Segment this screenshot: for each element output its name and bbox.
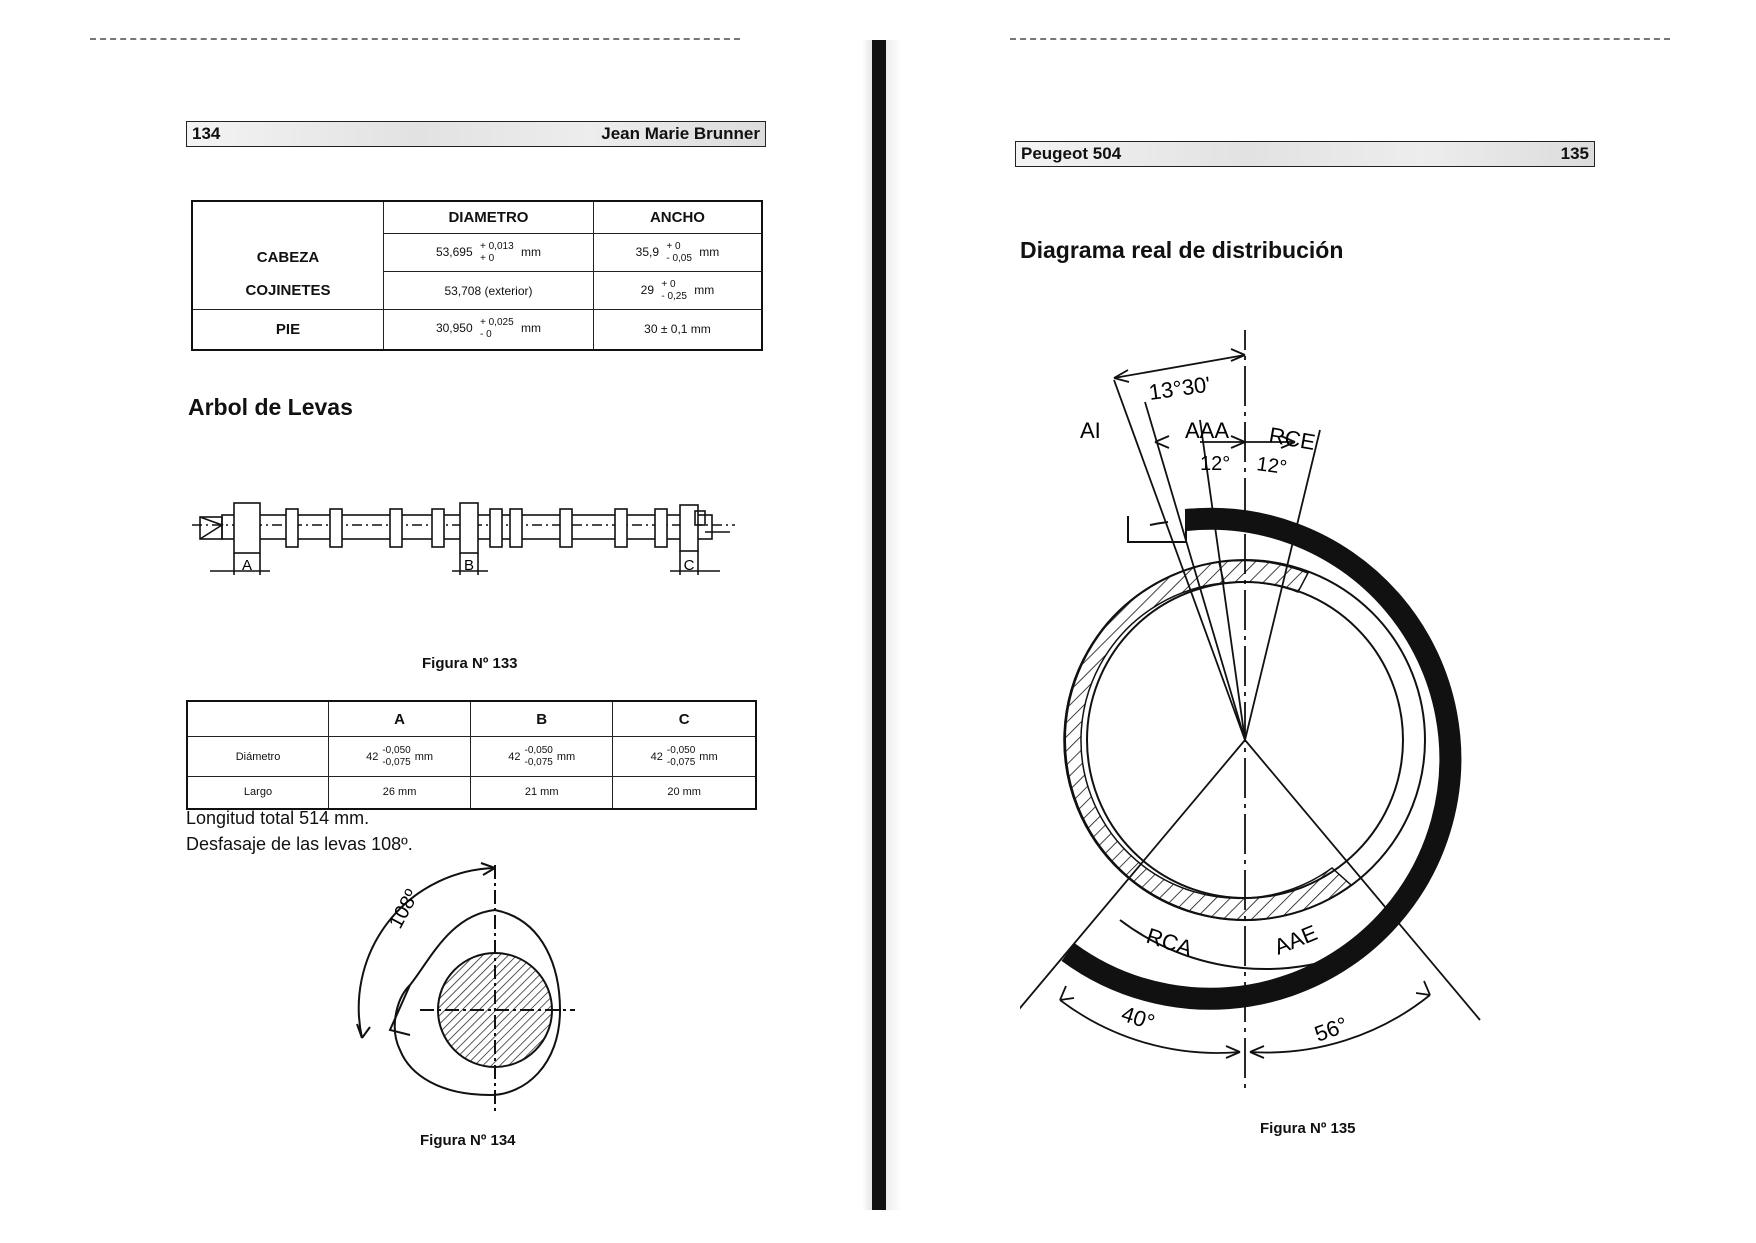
top-rule-left xyxy=(90,38,740,40)
col-header-b: B xyxy=(470,700,614,737)
cell-cabeza-ancho: 35,9 + 0- 0,05 mm xyxy=(592,233,763,272)
label-angle-13-30: 13°30' xyxy=(1147,372,1212,405)
cell-b-largo: 21 mm xyxy=(470,776,614,809)
label-aae: AAE xyxy=(1271,920,1321,960)
running-head-title: Peugeot 504 xyxy=(1021,144,1122,163)
cell-pie-diametro: 30,950 + 0,025- 0 mm xyxy=(383,309,594,350)
col-header-ancho: ANCHO xyxy=(592,200,763,234)
book-spine xyxy=(872,40,886,1210)
running-header-left: 134 Jean Marie Brunner xyxy=(186,121,766,147)
row-label-pie: PIE xyxy=(191,309,384,350)
valve-timing-diagram: AI 13°30' AAA RCE 12° 12° RCA AAE 40° 56… xyxy=(1020,330,1481,1090)
label-aaa-12: 12° xyxy=(1200,453,1230,475)
rod-spec-table: CABEZA DIAMETRO ANCHO 53,695 + 0,013+ 0 … xyxy=(191,200,763,351)
label-ai: AI xyxy=(1080,418,1101,443)
row-label-diametro: Diámetro xyxy=(186,736,329,777)
marker-c: C xyxy=(684,557,695,574)
cell-c-largo: 20 mm xyxy=(612,776,757,809)
col-header-a: A xyxy=(327,700,472,737)
camshaft-drawing: A B C xyxy=(192,502,735,575)
section-title-arbol: Arbol de Levas xyxy=(188,394,353,420)
page-number: 134 xyxy=(192,124,221,143)
row-label-cojinetes: COJINETES xyxy=(191,271,384,310)
cell-cojinetes-ancho: 29 + 0- 0,25 mm xyxy=(592,271,763,310)
longitud-text: Longitud total 514 mm. xyxy=(186,808,370,828)
page-number-right: 135 xyxy=(1560,144,1589,163)
running-header-right: Peugeot 504 135 xyxy=(1015,141,1595,167)
label-rca: RCA xyxy=(1143,923,1195,961)
label-angle-40: 40° xyxy=(1118,1001,1157,1035)
marker-b: B xyxy=(464,557,474,574)
label-aaa: AAA xyxy=(1185,418,1229,443)
desfasaje-text: Desfasaje de las levas 108º. xyxy=(186,834,413,854)
cam-table-corner xyxy=(186,700,329,737)
label-rce-12: 12° xyxy=(1255,453,1288,479)
figure-135-caption: Figura Nº 135 xyxy=(1260,1120,1356,1137)
cell-a-largo: 26 mm xyxy=(327,776,472,809)
cell-cabeza-diametro: 53,695 + 0,013+ 0 mm xyxy=(383,233,594,272)
cam-lobe-drawing: 108º xyxy=(356,862,575,1115)
cell-pie-ancho: 30 ± 0,1 mm xyxy=(592,309,763,350)
figure-134-caption: Figura Nº 134 xyxy=(420,1132,516,1149)
cell-cojinetes-diametro: 53,708 (exterior) xyxy=(383,271,594,310)
row-label-largo: Largo xyxy=(186,776,329,809)
label-rce: RCE xyxy=(1267,422,1317,455)
row-label-cabeza: CABEZA xyxy=(191,200,384,272)
marker-a: A xyxy=(242,557,252,574)
figure-133-caption: Figura Nº 133 xyxy=(422,655,518,672)
running-head-author: Jean Marie Brunner xyxy=(601,124,760,143)
top-rule-right xyxy=(1010,38,1670,40)
col-header-diametro: DIAMETRO xyxy=(383,200,594,234)
col-header-c: C xyxy=(612,700,757,737)
section-title-diagrama: Diagrama real de distribución xyxy=(1020,237,1344,263)
